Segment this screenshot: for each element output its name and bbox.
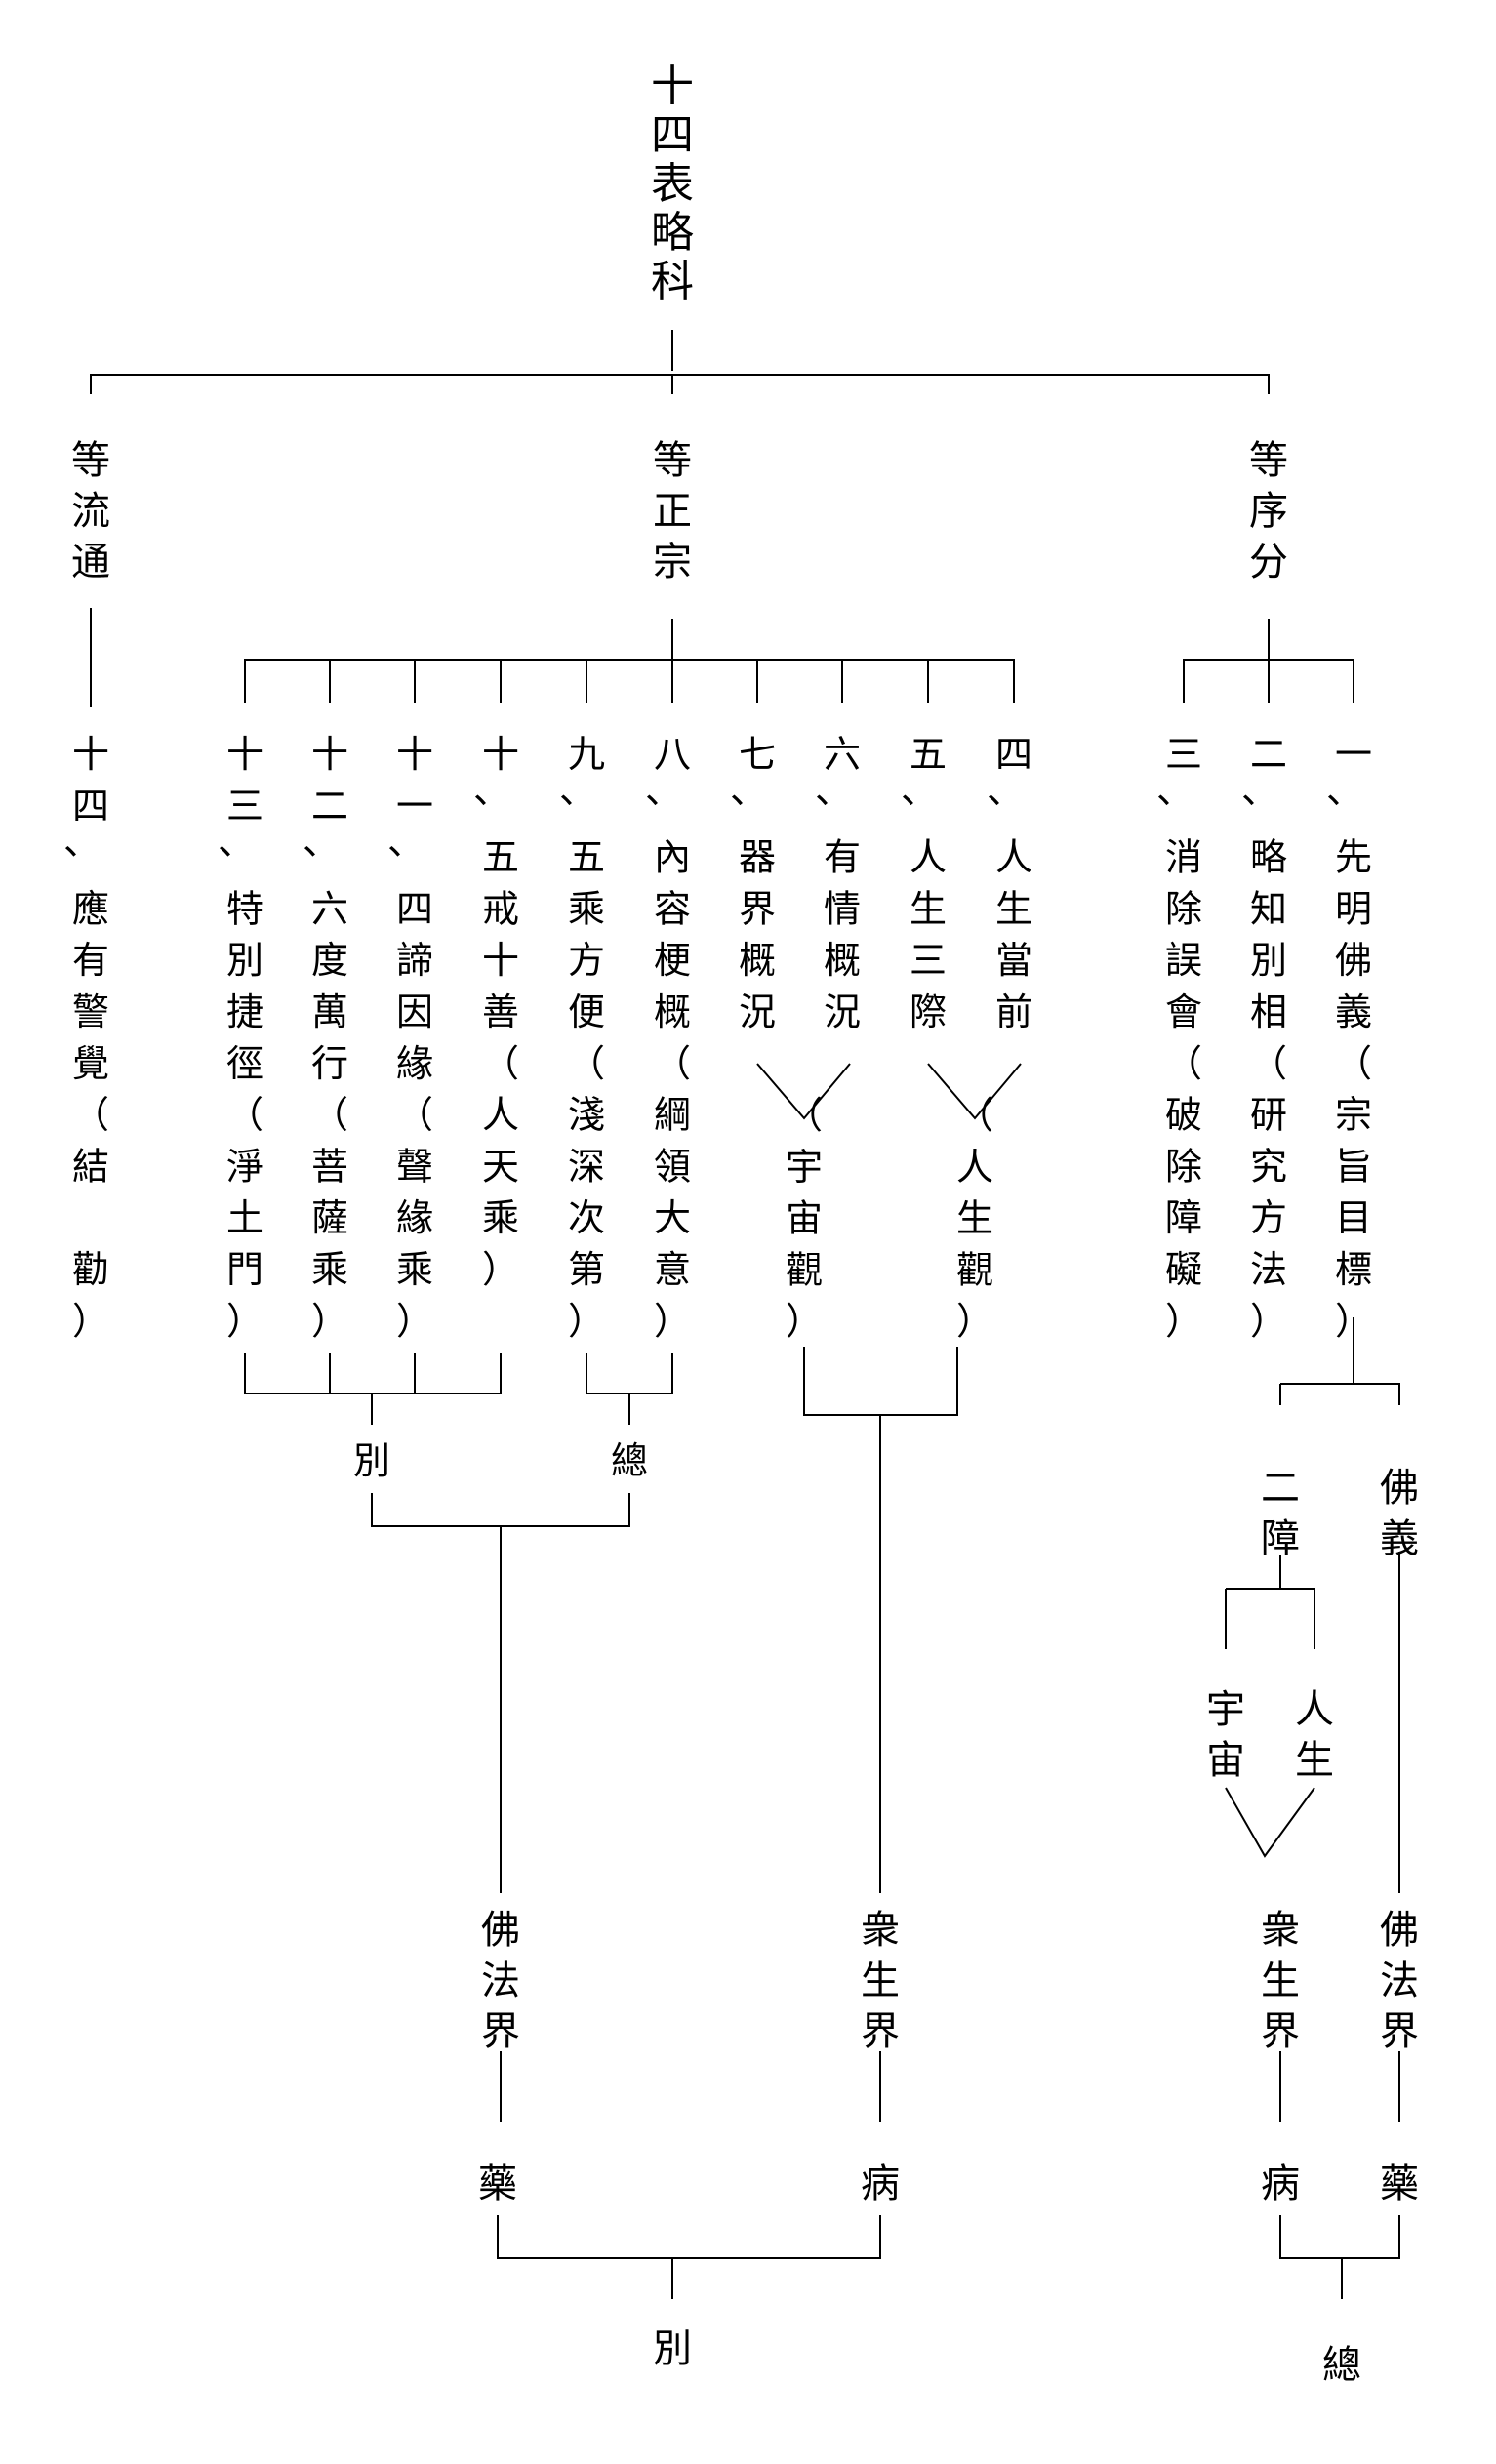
connector-erzhang-bracket: [1225, 1555, 1315, 1649]
connector-zhengzong-ticks: [329, 660, 929, 703]
connector-top-bracket: [90, 374, 1270, 394]
connector-zhengzong-bracket: [244, 659, 1015, 703]
connector-foyi-bracket: [1279, 1317, 1400, 1405]
connector-v-right: [1225, 1787, 1315, 1858]
item-zhengzong-9: 九、五乘方便（淺深次第）: [559, 733, 605, 1343]
label-rensheng-guan: （人生觀）: [956, 1094, 993, 1343]
text-columns: 十四表略科 等流通 等正宗 等序分 十四、應有警覺（結 勸） 十三、特別捷徑（淨…: [63, 61, 1419, 2389]
label-right-fofajie: 佛法界: [1380, 1908, 1419, 2054]
label-fo-yi: 佛義: [1380, 1466, 1419, 1561]
item-liutong-14: 十四、應有警覺（結 勸）: [63, 733, 109, 1343]
item-zhengzong-6: 六、有情概況: [815, 733, 861, 1033]
label-right-bing: 病: [1261, 2161, 1300, 2206]
label-zong: 總: [611, 1439, 648, 1482]
section-liutong: 等流通: [71, 438, 110, 585]
label-yao: 藥: [478, 2161, 517, 2206]
item-zhengzong-4: 四、人生當前: [987, 733, 1032, 1033]
label-bie: 別: [353, 1439, 390, 1482]
label-yuzhou-guan: （宇宙觀）: [786, 1094, 823, 1343]
label-right-yao: 藥: [1380, 2161, 1419, 2206]
item-xufen-1: 一、先明佛義（宗旨目標）: [1326, 733, 1372, 1343]
section-zhengzong: 等正宗: [653, 438, 692, 585]
label-rensheng: 人生: [1295, 1687, 1334, 1783]
connector-lines: [90, 330, 1400, 2299]
item-zhengzong-7: 七、器界概況: [730, 733, 776, 1033]
label-er-zhang: 二障: [1261, 1466, 1300, 1561]
connector-zong-bracket: [586, 1353, 673, 1425]
item-xufen-3: 三、消除誤會（破除障礙）: [1156, 733, 1202, 1343]
label-yuzhou: 宇宙: [1206, 1687, 1245, 1783]
diagram-title: 十四表略科: [651, 61, 694, 306]
connector-guan-bracket: [803, 1347, 958, 1893]
label-zhongshengjie: 衆生界: [861, 1908, 900, 2054]
connector-v-rensheng: [927, 1063, 1022, 1120]
item-zhengzong-13: 十三、特別捷徑（淨土門）: [218, 733, 263, 1343]
item-zhengzong-11: 十一、四諦因緣（聲緣乘）: [387, 733, 433, 1343]
connector-v-yuzhou: [756, 1063, 851, 1120]
item-xufen-2: 二、略知別相（研究方法）: [1241, 733, 1287, 1343]
label-bing: 病: [861, 2161, 900, 2206]
item-zhengzong-10: 十、五戒十善（人天乘）: [473, 733, 519, 1291]
label-right-zong: 總: [1322, 2343, 1361, 2388]
item-zhengzong-8: 八、內容梗概（綱領大意）: [645, 733, 691, 1343]
item-zhengzong-5: 五、人生三際: [901, 733, 947, 1033]
label-right-zhongshengjie: 衆生界: [1261, 1908, 1300, 2054]
item-zhengzong-12: 十二、六度萬行（菩薩乘）: [303, 733, 348, 1343]
connector-bie-zong-join: [371, 1493, 630, 1527]
section-xufen: 等序分: [1249, 438, 1288, 585]
connector-bottom-bracket: [497, 2215, 881, 2299]
label-fofajie: 佛法界: [481, 1908, 520, 2054]
label-bottom-bie: 別: [653, 2326, 692, 2371]
connector-bie-bracket: [244, 1353, 502, 1425]
connector-right-bottom: [1279, 2215, 1400, 2299]
